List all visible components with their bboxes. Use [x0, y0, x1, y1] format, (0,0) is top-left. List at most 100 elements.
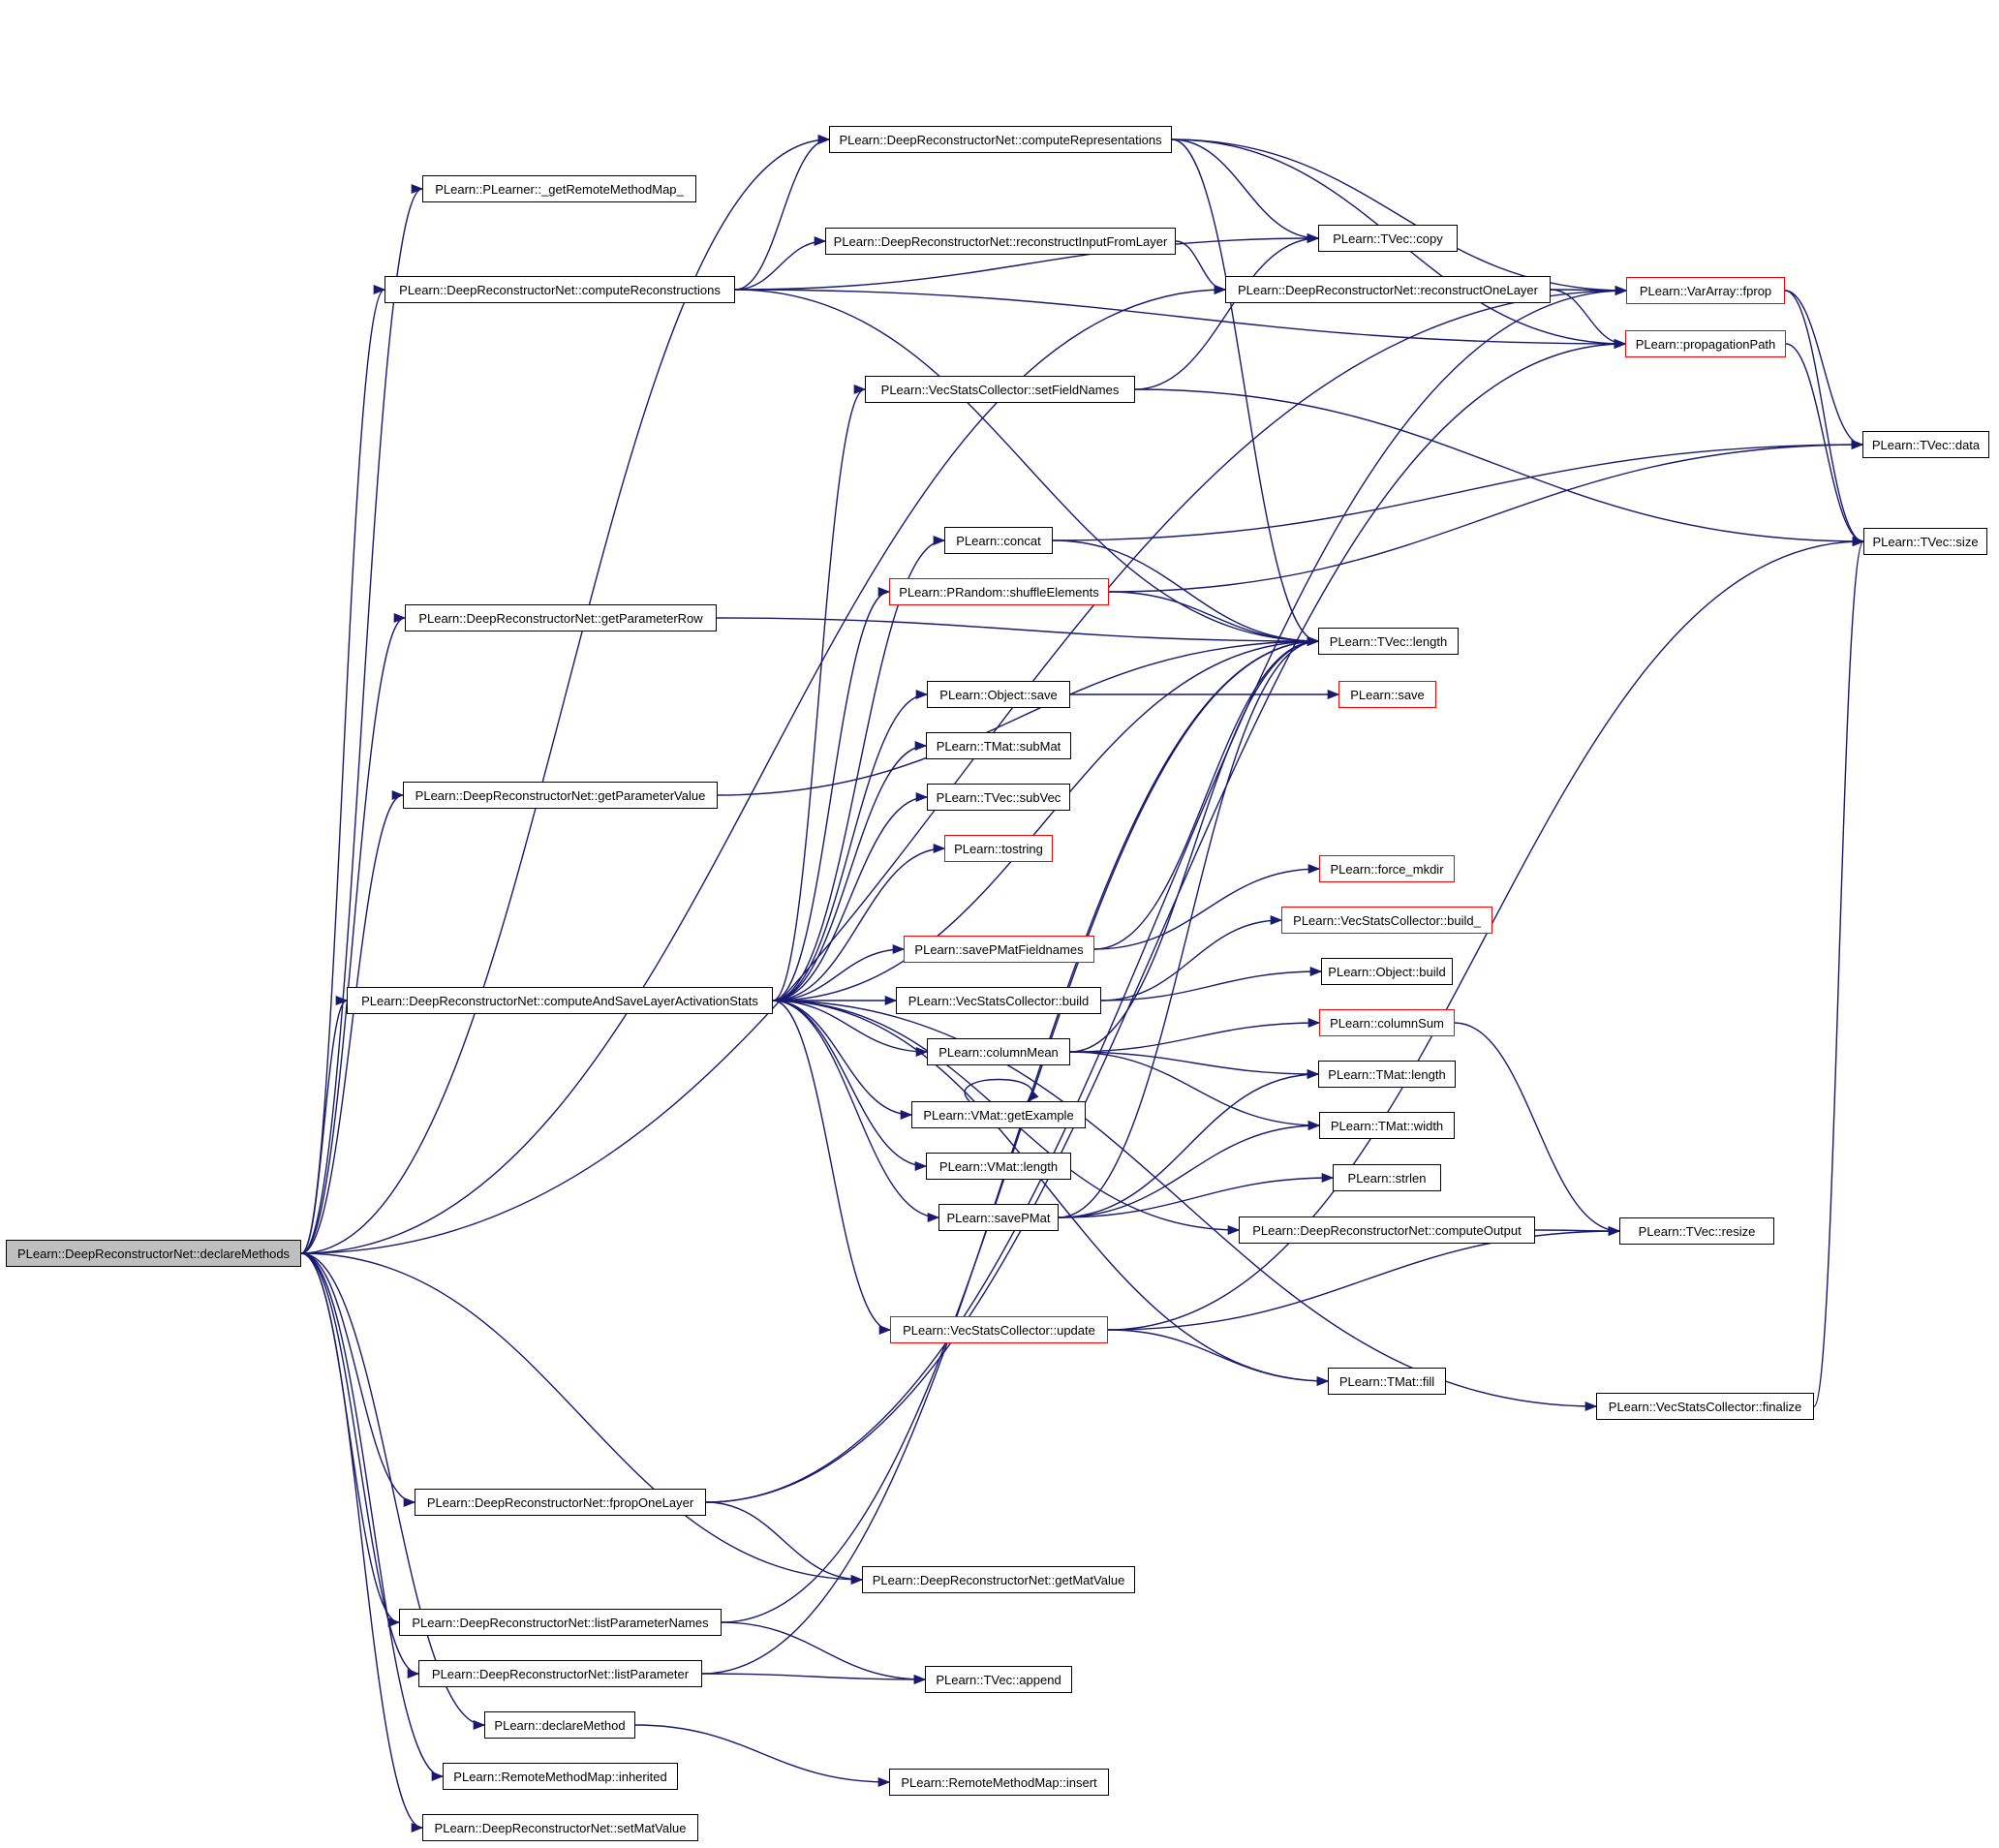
node-declareMethod[interactable]: PLearn::declareMethod — [484, 1711, 635, 1739]
edge-shuffleElements-to-tvecData — [1108, 439, 1864, 593]
edge-savePMatFieldnames-to-forceMkdir — [1093, 863, 1321, 950]
edge-declareMethods-to-fpropOneLayer — [300, 1252, 416, 1507]
edge-computeAndSave-to-vscFinalize — [772, 1000, 1598, 1412]
edge-declareMethod-to-rmmInsert — [634, 1724, 891, 1788]
node-tvecResize[interactable]: PLearn::TVec::resize — [1619, 1217, 1774, 1245]
node-vscBuild[interactable]: PLearn::VecStatsCollector::build — [896, 987, 1101, 1014]
node-vscUpdate[interactable]: PLearn::VecStatsCollector::update — [890, 1316, 1108, 1343]
edge-fpropOneLayer-to-propagationPath — [705, 338, 1627, 1503]
edge-declareMethods-to-getParameterRow — [300, 613, 407, 1254]
node-vscFinalize[interactable]: PLearn::VecStatsCollector::finalize — [1596, 1393, 1814, 1420]
edge-computeAndSave-to-concat — [772, 536, 946, 1001]
node-objectBuild[interactable]: PLearn::Object::build — [1321, 958, 1453, 985]
edge-computeAndSave-to-savePMat — [772, 1000, 940, 1223]
edge-declareMethods-to-computeReconstructions — [300, 285, 386, 1254]
edge-reconstructOneLayer-to-propagationPath — [1550, 289, 1627, 350]
node-tvecLength[interactable]: PLearn::TVec::length — [1318, 628, 1459, 655]
edge-computeAndSave-to-vscUpdate — [772, 1000, 892, 1335]
node-listParameter[interactable]: PLearn::DeepReconstructorNet::listParame… — [418, 1660, 702, 1687]
edge-computeAndSave-to-setFieldNames — [772, 385, 867, 1001]
edge-computeAndSave-to-subVec — [772, 791, 929, 1001]
edge-computeReconstructions-to-reconstructInputFromLayer — [734, 235, 827, 291]
node-subVec[interactable]: PLearn::TVec::subVec — [927, 784, 1070, 811]
node-getParameterRow[interactable]: PLearn::DeepReconstructorNet::getParamet… — [405, 604, 717, 631]
edge-declareMethods-to-computeAndSave — [300, 996, 349, 1254]
edge-listParameter-to-append — [701, 1673, 927, 1685]
node-vscBuildUnderscore[interactable]: PLearn::VecStatsCollector::build_ — [1281, 907, 1492, 934]
node-objectSave[interactable]: PLearn::Object::save — [927, 681, 1070, 708]
edge-computeReconstructions-to-computeRepresentations — [734, 135, 831, 291]
node-getParameterValue[interactable]: PLearn::DeepReconstructorNet::getParamet… — [403, 782, 718, 809]
edge-computeAndSave-to-columnMean — [772, 1000, 929, 1058]
node-computeReconstructions[interactable]: PLearn::DeepReconstructorNet::computeRec… — [384, 276, 735, 303]
node-tmatFill[interactable]: PLearn::TMat::fill — [1328, 1368, 1446, 1395]
edge-computeReconstructions-to-tvecLength — [734, 289, 1320, 647]
node-columnSum[interactable]: PLearn::columnSum — [1319, 1009, 1455, 1036]
node-listParameterNames[interactable]: PLearn::DeepReconstructorNet::listParame… — [399, 1609, 722, 1636]
node-tmatWidth[interactable]: PLearn::TMat::width — [1319, 1112, 1455, 1139]
edge-computeReconstructions-to-propagationPath — [734, 289, 1627, 350]
node-shuffleElements[interactable]: PLearn::PRandom::shuffleElements — [889, 578, 1109, 605]
node-inherited[interactable]: PLearn::RemoteMethodMap::inherited — [443, 1763, 678, 1790]
node-reconstructInputFromLayer[interactable]: PLearn::DeepReconstructorNet::reconstruc… — [825, 228, 1176, 255]
edge-declareMethods-to-computeRepresentations — [300, 135, 831, 1254]
node-propagationPath[interactable]: PLearn::propagationPath — [1625, 330, 1786, 357]
edge-vscFinalize-to-tvecSize — [1813, 537, 1865, 1407]
node-tmatLength[interactable]: PLearn::TMat::length — [1318, 1061, 1456, 1088]
edge-propagationPath-to-tvecSize — [1785, 343, 1865, 546]
node-tvecData[interactable]: PLearn::TVec::data — [1862, 431, 1989, 458]
edge-columnSum-to-tvecResize — [1454, 1022, 1621, 1237]
node-vmatLength[interactable]: PLearn::VMat::length — [926, 1153, 1071, 1180]
node-concat[interactable]: PLearn::concat — [944, 527, 1053, 554]
node-rmmInsert[interactable]: PLearn::RemoteMethodMap::insert — [889, 1769, 1109, 1796]
edge-declareMethods-to-setMatValue — [300, 1252, 424, 1833]
node-fpropOneLayer[interactable]: PLearn::DeepReconstructorNet::fpropOneLa… — [415, 1489, 706, 1516]
edge-declareMethods-to-getRemoteMethodMap — [300, 184, 424, 1254]
node-columnMean[interactable]: PLearn::columnMean — [927, 1038, 1070, 1065]
edge-fpropOneLayer-to-getMatValue — [705, 1501, 864, 1586]
node-varArrayFprop[interactable]: PLearn::VarArray::fprop — [1626, 277, 1785, 304]
edge-savePMat-to-strlen — [1058, 1172, 1335, 1218]
node-getRemoteMethodMap[interactable]: PLearn::PLearner::_getRemoteMethodMap_ — [422, 175, 696, 202]
edge-declareMethods-to-getParameterValue — [300, 790, 405, 1254]
edge-setFieldNames-to-tvecSize — [1134, 388, 1865, 547]
node-append[interactable]: PLearn::TVec::append — [925, 1666, 1072, 1693]
node-declareMethods[interactable]: PLearn::DeepReconstructorNet::declareMet… — [6, 1240, 301, 1267]
edge-computeAndSave-to-shuffleElements — [772, 587, 891, 1001]
edge-columnMean-to-tvecLength — [1069, 636, 1320, 1053]
edge-getParameterRow-to-tvecLength — [716, 617, 1320, 647]
node-tvecSize[interactable]: PLearn::TVec::size — [1863, 528, 1987, 555]
node-savePMat[interactable]: PLearn::savePMat — [938, 1204, 1059, 1231]
node-plearnSave[interactable]: PLearn::save — [1338, 681, 1436, 708]
edge-concat-to-tvecData — [1052, 439, 1864, 541]
node-setFieldNames[interactable]: PLearn::VecStatsCollector::setFieldNames — [865, 376, 1135, 403]
node-setMatValue[interactable]: PLearn::DeepReconstructorNet::setMatValu… — [422, 1814, 698, 1841]
edge-declareMethods-to-listParameter — [300, 1252, 420, 1679]
node-getMatValue[interactable]: PLearn::DeepReconstructorNet::getMatValu… — [862, 1566, 1135, 1593]
edge-getParameterValue-to-tvecLength — [717, 635, 1320, 796]
edge-declareMethods-to-declareMethod — [300, 1252, 486, 1730]
edge-setFieldNames-to-tvecCopy — [1134, 232, 1320, 390]
edge-declareMethods-to-varArrayFprop — [300, 285, 1628, 1254]
node-computeRepresentations[interactable]: PLearn::DeepReconstructorNet::computeRep… — [829, 126, 1172, 153]
node-reconstructOneLayer[interactable]: PLearn::DeepReconstructorNet::reconstruc… — [1225, 276, 1551, 303]
edge-savePMat-to-tmatWidth — [1058, 1120, 1321, 1218]
node-computeAndSave[interactable]: PLearn::DeepReconstructorNet::computeAnd… — [347, 987, 773, 1014]
edge-vscBuild-to-vscBuildUnderscore — [1100, 914, 1283, 1001]
edge-declareMethods-to-reconstructOneLayer — [300, 284, 1227, 1254]
edge-savePMat-to-tmatLength — [1058, 1068, 1320, 1218]
node-strlen[interactable]: PLearn::strlen — [1333, 1164, 1441, 1191]
node-computeOutput[interactable]: PLearn::DeepReconstructorNet::computeOut… — [1239, 1217, 1535, 1244]
node-tvecCopy[interactable]: PLearn::TVec::copy — [1318, 225, 1458, 252]
edge-computeAndSave-to-tostring — [772, 843, 946, 1001]
edge-computeAndSave-to-savePMatFieldnames — [772, 943, 906, 1001]
node-getExample[interactable]: PLearn::VMat::getExample — [911, 1101, 1086, 1128]
node-forceMkdir[interactable]: PLearn::force_mkdir — [1319, 855, 1455, 882]
edge-savePMat-to-tvecLength — [1058, 636, 1320, 1218]
node-tostring[interactable]: PLearn::tostring — [944, 835, 1053, 862]
node-subMat[interactable]: PLearn::TMat::subMat — [926, 732, 1071, 759]
node-savePMatFieldnames[interactable]: PLearn::savePMatFieldnames — [904, 936, 1094, 963]
edge-computeAndSave-to-tvecLength — [772, 635, 1320, 1001]
